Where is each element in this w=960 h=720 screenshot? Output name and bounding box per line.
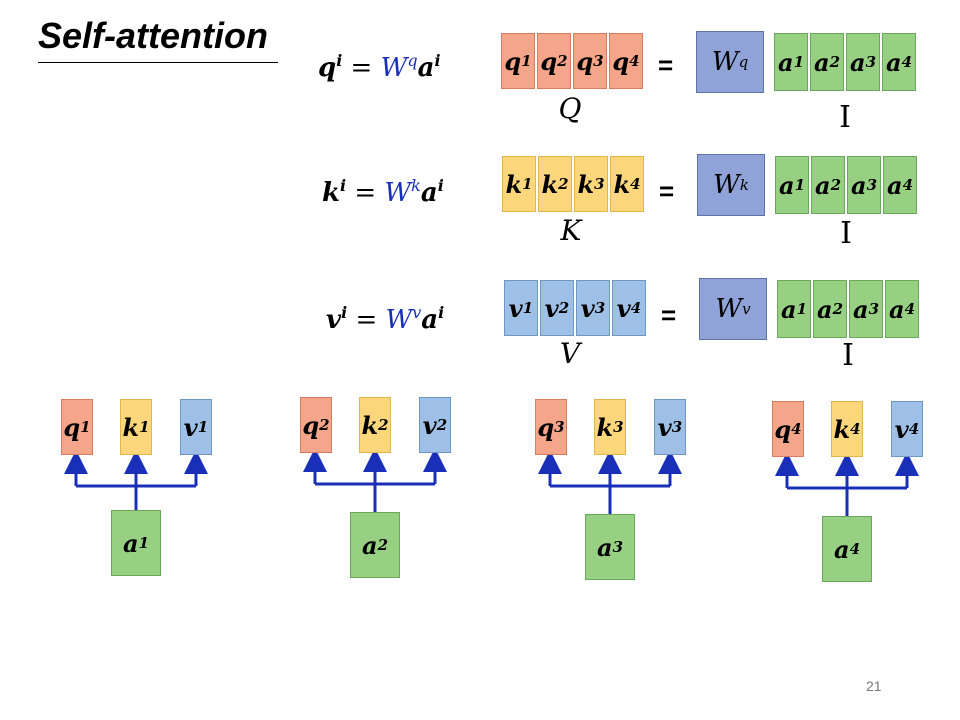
eq-q-input-var: a bbox=[417, 53, 435, 83]
eq-k-input-var: a bbox=[420, 178, 438, 208]
key-equation: ki = Wkai bbox=[322, 176, 444, 208]
eq-k-lhs-sup: i bbox=[340, 176, 347, 195]
k-equals-sign: = bbox=[659, 176, 675, 206]
page-number: 21 bbox=[866, 678, 882, 694]
eq-v-weight-sup: v bbox=[412, 303, 422, 322]
eq-v-input-var: a bbox=[421, 305, 439, 335]
eq-v-lhs-sup: i bbox=[341, 303, 348, 322]
v-equals-sign: = bbox=[661, 300, 677, 330]
eq-v-lhs-var: v bbox=[326, 305, 342, 335]
eq-k-weight: W bbox=[384, 178, 412, 208]
eq-q-weight-sup: q bbox=[407, 51, 418, 70]
query-equation: qi = Wqai bbox=[318, 51, 441, 83]
eq-k-weight-sup: k bbox=[411, 176, 421, 195]
eq-k-lhs-var: k bbox=[322, 178, 341, 208]
q-matrix-label: Q bbox=[558, 92, 582, 125]
k-matrix-label: K bbox=[560, 214, 582, 247]
v-matrix-label: V bbox=[559, 337, 581, 370]
eq-q-input-sup: i bbox=[434, 51, 441, 70]
eq-q-weight: W bbox=[380, 53, 408, 83]
eq-q-lhs-var: q bbox=[318, 53, 337, 83]
v-input-label: I bbox=[842, 338, 854, 373]
title-underline bbox=[38, 62, 278, 63]
eq-v-weight: W bbox=[385, 305, 413, 335]
slide-title: Self-attention bbox=[38, 15, 268, 56]
eq-k-input-sup: i bbox=[437, 176, 444, 195]
q-equals-sign: = bbox=[658, 50, 674, 80]
k-input-label: I bbox=[840, 216, 852, 251]
value-equation: vi = Wvai bbox=[326, 303, 445, 335]
eq-q-lhs-sup: i bbox=[336, 51, 343, 70]
q-input-label: I bbox=[839, 100, 851, 135]
eq-v-input-sup: i bbox=[438, 303, 445, 322]
